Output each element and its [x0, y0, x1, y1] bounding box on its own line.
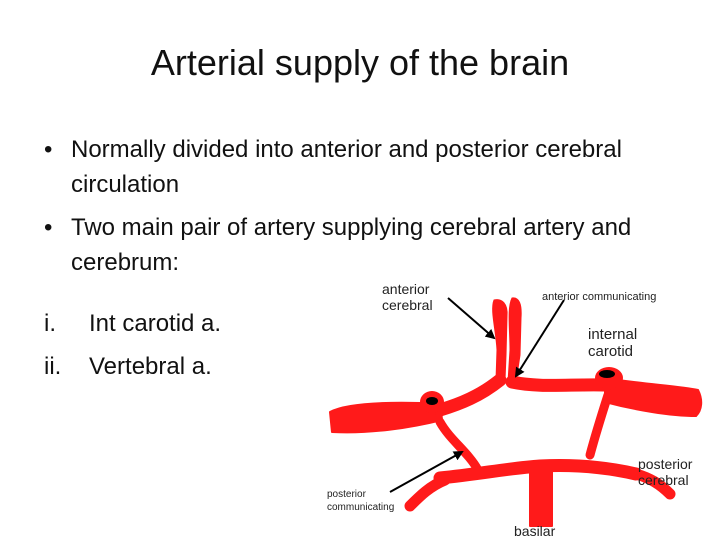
left-posterior-communicating-artery	[435, 417, 483, 475]
numbered-list: i. Int carotid a. ii. Vertebral a.	[44, 306, 221, 392]
numbered-marker: ii.	[44, 353, 62, 380]
artery-network	[329, 297, 703, 527]
circle-of-willis-diagram: anterior cerebral anterior communicating…	[327, 281, 703, 539]
left-anterior-segment	[433, 373, 507, 417]
right-internal-carotid-lumen	[599, 370, 615, 378]
arrow-anterior-communicating	[514, 299, 565, 378]
label-posterior-cerebral-line1: posterior	[638, 456, 693, 472]
diagram-labels: anterior cerebral anterior communicating…	[327, 281, 693, 539]
bullet-text: Two main pair of artery supplying cerebr…	[71, 214, 632, 276]
bullet-item: • Normally divided into anterior and pos…	[44, 132, 674, 202]
label-posterior-cerebral-line2: cerebral	[638, 472, 689, 488]
right-posterior-communicating-artery	[585, 390, 613, 460]
label-anterior-cerebral-line1: anterior	[382, 281, 430, 297]
bullet-marker: •	[44, 136, 53, 163]
left-anterior-cerebral-artery	[492, 299, 508, 381]
label-anterior-communicating: anterior communicating	[542, 291, 656, 303]
bullet-text: Normally divided into anterior and poste…	[71, 136, 622, 198]
label-internal-carotid-line1: internal	[588, 326, 637, 343]
slide-title: Arterial supply of the brain	[150, 42, 570, 83]
pointer-arrows	[389, 297, 565, 493]
label-internal-carotid-line2: carotid	[588, 343, 633, 360]
left-internal-carotid-lumen	[426, 397, 438, 405]
label-basilar: basilar	[514, 523, 556, 539]
left-posterior-cerebral-artery	[404, 474, 451, 512]
right-posterior-cerebral-artery	[630, 468, 676, 500]
bullet-item: • Two main pair of artery supplying cere…	[44, 210, 674, 280]
numbered-marker: i.	[44, 310, 56, 337]
arrow-anterior-cerebral	[447, 297, 496, 340]
right-anterior-segment	[505, 375, 613, 392]
label-anterior-cerebral-line2: cerebral	[382, 297, 433, 313]
posterior-cerebral-arc	[433, 458, 643, 485]
bullet-marker: •	[44, 214, 53, 241]
label-posterior-communicating-line2: communicating	[327, 502, 394, 513]
arrow-posterior-communicating	[389, 451, 464, 493]
numbered-text: Int carotid a.	[89, 310, 222, 337]
right-middle-cerebral-artery	[604, 377, 703, 417]
numbered-text: Vertebral a.	[89, 353, 212, 380]
numbered-item: i. Int carotid a.	[44, 306, 221, 341]
label-posterior-communicating-line1: posterior	[327, 489, 367, 500]
carotid-cut-ends	[420, 367, 623, 413]
numbered-item: ii. Vertebral a.	[44, 349, 221, 384]
basilar-artery	[529, 469, 553, 527]
bullet-list: • Normally divided into anterior and pos…	[44, 132, 674, 288]
